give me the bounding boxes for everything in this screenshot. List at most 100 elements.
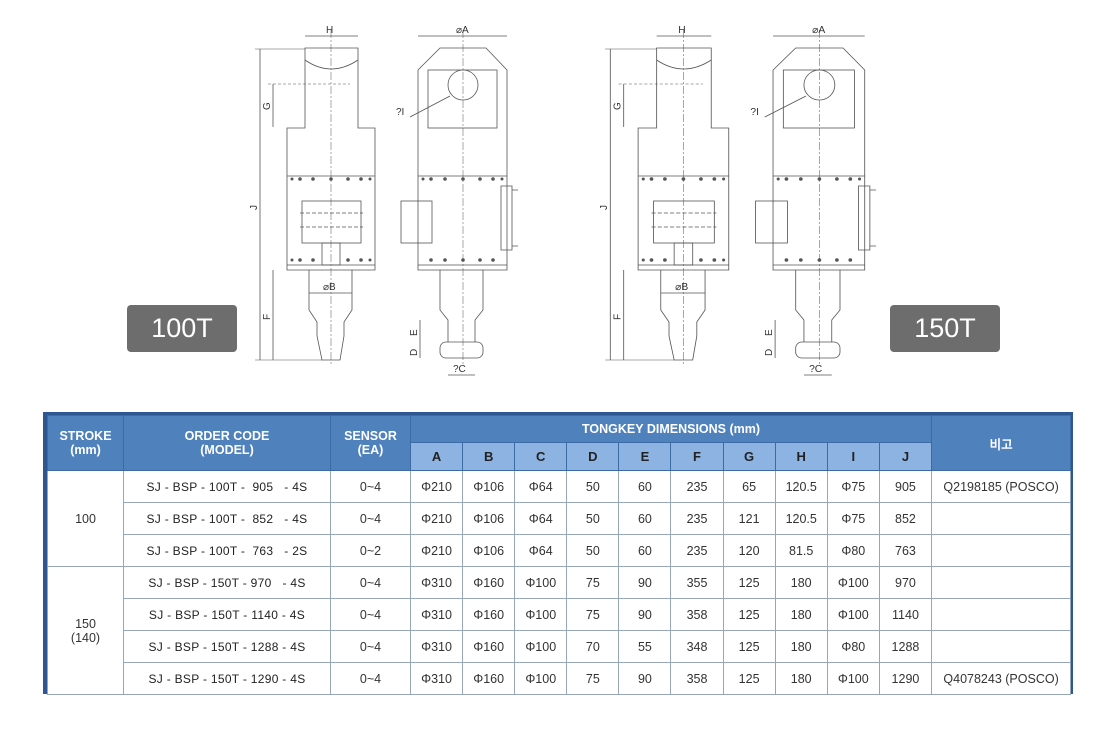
note-cell <box>931 502 1072 535</box>
dim-cell-g: 125 <box>722 662 776 695</box>
dim-cell-g: 121 <box>722 502 776 535</box>
sensor-cell: 0~4 <box>330 470 411 503</box>
dim-cell-d: 70 <box>566 630 620 663</box>
dim-cell-g: 125 <box>722 630 776 663</box>
dim-cell-i: Φ75 <box>826 502 880 535</box>
dim-cell-i: Φ80 <box>826 534 880 567</box>
dim-cell-d: 50 <box>566 470 620 503</box>
dim-cell-f: 358 <box>670 598 724 631</box>
dim-cell-h: 180 <box>774 598 828 631</box>
header-dim-f: F <box>670 442 724 471</box>
dim-label-g: G <box>612 102 623 110</box>
dim-cell-e: 90 <box>618 598 672 631</box>
note-cell: Q2198185 (POSCO) <box>931 470 1072 503</box>
order-code-cell: SJ - BSP - 150T - 1140 - 4S <box>123 598 331 631</box>
dim-cell-b: Φ160 <box>462 662 516 695</box>
spec-table-frame: STROKE(mm) ORDER CODE(MODEL) SENSOR(EA) … <box>43 412 1073 695</box>
dim-label-c: ?C <box>453 364 466 375</box>
order-code-cell: SJ - BSP - 150T - 1290 - 4S <box>123 662 331 695</box>
dim-cell-g: 65 <box>722 470 776 503</box>
dim-label-b: ⌀B <box>323 282 336 293</box>
dim-cell-e: 90 <box>618 566 672 599</box>
dim-cell-g: 125 <box>722 566 776 599</box>
dim-cell-f: 358 <box>670 662 724 695</box>
stroke-cell: 150(140) <box>47 566 124 695</box>
dim-cell-a: Φ310 <box>409 630 464 663</box>
dim-label-h: H <box>326 25 333 36</box>
dim-label-b: ⌀B <box>675 282 688 293</box>
model-badge-100t: 100T <box>127 305 237 352</box>
dim-cell-f: 235 <box>670 502 724 535</box>
dim-cell-d: 75 <box>566 662 620 695</box>
dim-label-c: ?C <box>809 364 822 375</box>
dim-cell-j: 1140 <box>878 598 933 631</box>
dim-label-f: F <box>262 314 273 320</box>
dim-cell-a: Φ210 <box>409 470 464 503</box>
note-cell <box>931 534 1072 567</box>
dim-cell-e: 90 <box>618 662 672 695</box>
header-order-code: ORDER CODE(MODEL) <box>123 415 331 471</box>
dim-cell-g: 120 <box>722 534 776 567</box>
sensor-cell: 0~4 <box>330 598 411 631</box>
dim-cell-d: 75 <box>566 598 620 631</box>
front-view: H G J F ⌀B <box>599 25 730 365</box>
dim-label-j: J <box>249 205 260 210</box>
dim-cell-b: Φ160 <box>462 566 516 599</box>
dim-cell-f: 235 <box>670 470 724 503</box>
dim-cell-h: 180 <box>774 630 828 663</box>
dim-cell-b: Φ106 <box>462 534 516 567</box>
dim-cell-e: 60 <box>618 470 672 503</box>
dim-label-h: H <box>678 25 685 36</box>
dim-label-d: D <box>764 349 775 356</box>
sensor-cell: 0~4 <box>330 662 411 695</box>
front-view: H G J F ⌀B <box>249 25 376 365</box>
header-dim-b: B <box>462 442 516 471</box>
dim-cell-c: Φ100 <box>514 566 568 599</box>
sensor-cell: 0~2 <box>330 534 411 567</box>
dim-cell-h: 120.5 <box>774 470 828 503</box>
dim-label-g: G <box>262 102 273 110</box>
header-dim-e: E <box>618 442 672 471</box>
dim-label-a: ⌀A <box>456 25 469 36</box>
order-code-cell: SJ - BSP - 150T - 1288 - 4S <box>123 630 331 663</box>
dim-cell-f: 355 <box>670 566 724 599</box>
header-dim-h: H <box>774 442 828 471</box>
header-dim-i: I <box>826 442 880 471</box>
dim-cell-j: 905 <box>878 470 933 503</box>
side-view: ?I ⌀A E D ?C <box>750 25 877 376</box>
dim-cell-f: 235 <box>670 534 724 567</box>
dim-cell-f: 348 <box>670 630 724 663</box>
dim-label-f: F <box>612 314 623 320</box>
dim-cell-e: 60 <box>618 534 672 567</box>
sensor-cell: 0~4 <box>330 630 411 663</box>
dim-cell-i: Φ100 <box>826 598 880 631</box>
dim-cell-h: 120.5 <box>774 502 828 535</box>
sensor-cell: 0~4 <box>330 566 411 599</box>
side-view: ?I ⌀A E D ?C <box>396 25 518 376</box>
dim-cell-j: 1290 <box>878 662 933 695</box>
dim-cell-j: 1288 <box>878 630 933 663</box>
order-code-cell: SJ - BSP - 100T - 852 - 4S <box>123 502 331 535</box>
order-code-cell: SJ - BSP - 150T - 970 - 4S <box>123 566 331 599</box>
dim-label-j: J <box>599 205 610 210</box>
dim-cell-h: 81.5 <box>774 534 828 567</box>
dim-cell-i: Φ80 <box>826 630 880 663</box>
header-dim-d: D <box>566 442 620 471</box>
dim-cell-c: Φ64 <box>514 534 568 567</box>
dim-cell-a: Φ310 <box>409 598 464 631</box>
dim-label-e: E <box>764 329 775 336</box>
note-cell <box>931 566 1072 599</box>
dim-cell-a: Φ310 <box>409 662 464 695</box>
dim-cell-c: Φ100 <box>514 598 568 631</box>
dim-cell-e: 60 <box>618 502 672 535</box>
header-dim-a: A <box>409 442 464 471</box>
note-cell: Q4078243 (POSCO) <box>931 662 1072 695</box>
dim-cell-a: Φ310 <box>409 566 464 599</box>
dim-cell-b: Φ106 <box>462 470 516 503</box>
dim-cell-i: Φ100 <box>826 662 880 695</box>
drawing-100t: H G J F ⌀B ?I ⌀A <box>249 25 518 376</box>
